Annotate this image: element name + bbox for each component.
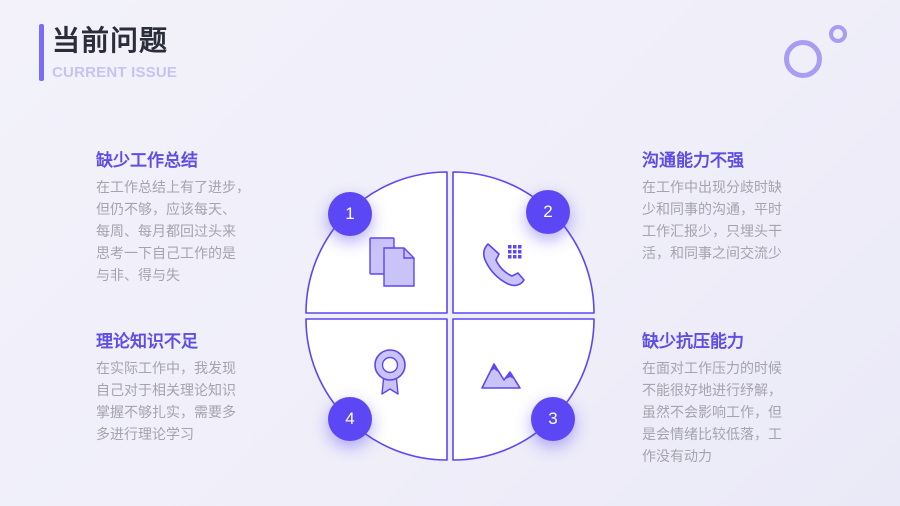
- mountain-icon: [481, 363, 521, 389]
- decorative-ring-small: [829, 25, 847, 43]
- item-1-line: 但仍不够，应该每天、: [96, 202, 236, 218]
- page-title: 当前问题: [52, 24, 169, 57]
- title-accent-bar: [39, 24, 44, 81]
- item-4-title: 理论知识不足: [96, 332, 198, 352]
- quadrant-3: [452, 318, 595, 461]
- item-2-line: 工作汇报少，只埋头干: [642, 224, 782, 240]
- badge-2: 2: [526, 190, 570, 234]
- documents-icon: [369, 237, 415, 287]
- item-4-line: 多进行理论学习: [96, 427, 194, 443]
- phone-icon: [483, 243, 525, 287]
- item-3-text: 在面对工作压力的时候 不能很好地进行纾解， 虽然不会影响工作，但 是会情绪比较低…: [642, 358, 820, 468]
- badge-1: 1: [328, 192, 372, 236]
- item-1-line: 每周、每月都回过头来: [96, 224, 236, 240]
- item-2-line: 在工作中出现分歧时缺: [642, 180, 782, 196]
- item-1-line: 思考一下自己工作的是: [96, 246, 236, 262]
- quadrant-diagram: 1 2 3 4: [304, 170, 596, 462]
- badge-4: 4: [328, 397, 372, 441]
- item-3-title: 缺少抗压能力: [642, 332, 744, 352]
- quadrant-4: [305, 318, 448, 461]
- item-4-line: 自己对于相关理论知识: [96, 383, 236, 399]
- decorative-ring-large: [784, 40, 822, 78]
- quadrant-2: [452, 171, 595, 314]
- item-3-line: 虽然不会影响工作，但: [642, 405, 782, 421]
- item-1-line: 在工作总结上有了进步，: [96, 180, 250, 196]
- item-2-text: 在工作中出现分歧时缺 少和同事的沟通，平时 工作汇报少，只埋头干 活，和同事之间…: [642, 177, 820, 265]
- item-3-line: 作没有动力: [642, 449, 712, 465]
- item-4-line: 掌握不够扎实，需要多: [96, 405, 236, 421]
- item-1-title: 缺少工作总结: [96, 151, 198, 171]
- page-subtitle: CURRENT ISSUE: [52, 64, 178, 81]
- item-3-line: 是会情绪比较低落，工: [642, 427, 782, 443]
- item-1-line: 与非、得与失: [96, 268, 180, 284]
- quadrant-diagram-svg: [305, 171, 595, 461]
- medal-icon: [374, 349, 406, 395]
- item-3-line: 不能很好地进行纾解，: [642, 383, 782, 399]
- item-4-text: 在实际工作中，我发现 自己对于相关理论知识 掌握不够扎实，需要多 多进行理论学习: [96, 358, 274, 446]
- item-2-line: 少和同事的沟通，平时: [642, 202, 782, 218]
- item-3-line: 在面对工作压力的时候: [642, 361, 782, 377]
- item-1-text: 在工作总结上有了进步， 但仍不够，应该每天、 每周、每月都回过头来 思考一下自己…: [96, 177, 274, 287]
- badge-3: 3: [531, 397, 575, 441]
- item-4-line: 在实际工作中，我发现: [96, 361, 236, 377]
- item-2-line: 活，和同事之间交流少: [642, 246, 782, 262]
- item-2-title: 沟通能力不强: [642, 151, 744, 171]
